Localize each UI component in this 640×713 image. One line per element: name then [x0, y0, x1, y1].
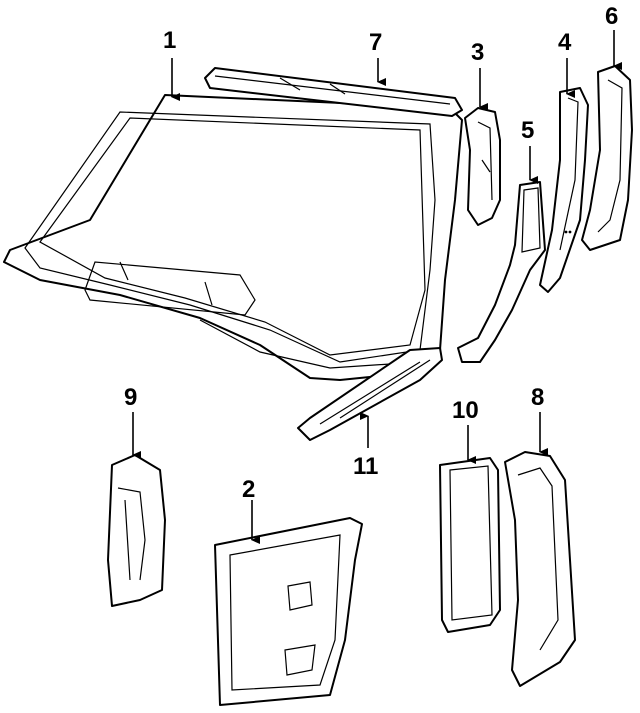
- c-pillar-icon[interactable]: [107, 454, 166, 607]
- b-pillar-icon[interactable]: [504, 451, 576, 687]
- callout-11: 11: [353, 453, 378, 480]
- quarter-inner-panel-icon[interactable]: [214, 517, 363, 706]
- callout-5: 5: [521, 117, 534, 144]
- pillar-reinforcement-icon[interactable]: [539, 87, 589, 293]
- rocker-rail-icon[interactable]: [297, 347, 443, 441]
- callout-9: 9: [124, 384, 137, 411]
- callout-1: 1: [163, 27, 176, 54]
- windshield-frame-icon[interactable]: [3, 94, 463, 381]
- callout-6: 6: [605, 3, 618, 30]
- callout-2: 2: [242, 476, 255, 503]
- callout-4: 4: [558, 29, 572, 56]
- a-pillar-outer-icon[interactable]: [581, 65, 633, 251]
- hinge-pillar-icon[interactable]: [457, 181, 546, 363]
- callout-3: 3: [471, 39, 484, 66]
- b-pillar-inner-icon[interactable]: [439, 457, 501, 633]
- callout-7: 7: [369, 29, 382, 56]
- roof-header-rail-icon[interactable]: [204, 67, 463, 117]
- callout-8: 8: [531, 384, 544, 411]
- callout-10: 10: [452, 397, 479, 424]
- a-pillar-upper-icon[interactable]: [464, 107, 501, 226]
